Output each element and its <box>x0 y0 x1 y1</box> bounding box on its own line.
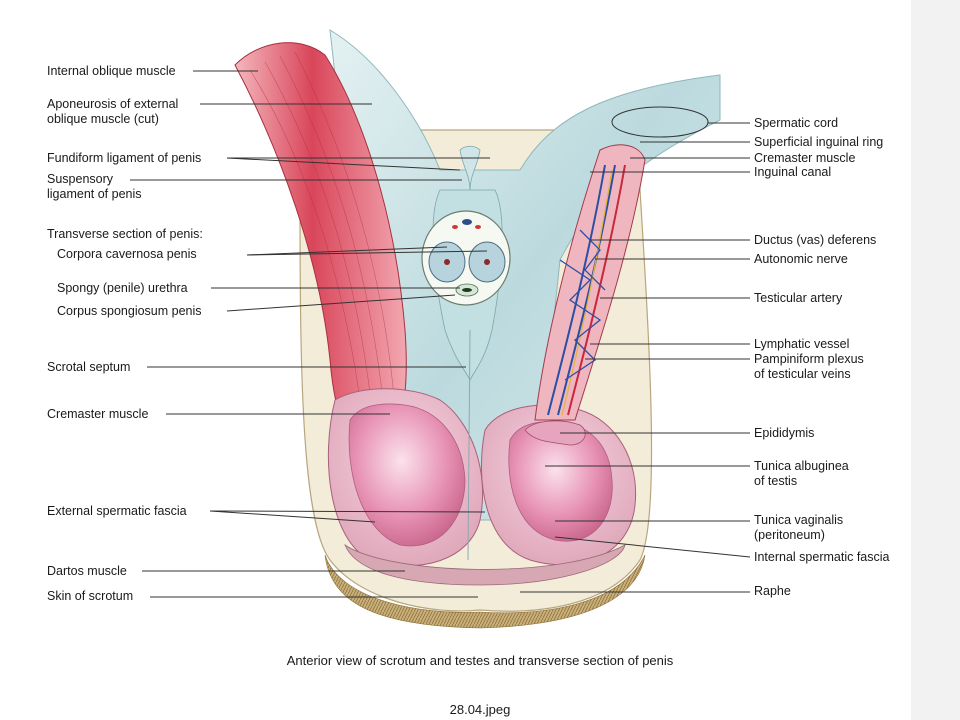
label-text: Raphe <box>754 584 791 598</box>
label-text: Internal spermatic fascia <box>754 550 890 564</box>
label-text: Skin of scrotum <box>47 589 134 603</box>
label-internal-spermatic-fascia: Internal spermatic fascia <box>754 550 889 565</box>
label-autonomic-nerve: Autonomic nerve <box>754 252 848 267</box>
left-testis-shape <box>348 403 466 547</box>
label-tunica-vaginalis: Tunica vaginalis (peritoneum) <box>754 513 843 543</box>
label-text: Internal oblique muscle <box>47 64 176 78</box>
label-epididymis: Epididymis <box>754 426 814 441</box>
label-corpus-spongiosum: Corpus spongiosum penis <box>57 304 202 319</box>
leader-lines-right <box>520 122 751 593</box>
label-fundiform-ligament: Fundiform ligament of penis <box>47 151 201 166</box>
label-internal-oblique-muscle: Internal oblique muscle <box>47 64 176 79</box>
label-text: Lymphatic vessel <box>754 337 850 351</box>
label-suspensory-ligament: Suspensory ligament of penis <box>47 172 142 202</box>
label-text: External spermatic fascia <box>47 504 187 518</box>
label-text: Transverse section of penis: <box>47 227 203 241</box>
leader-lines-left <box>130 70 490 598</box>
label-text: Spermatic cord <box>754 116 839 130</box>
label-text: Pampiniform plexus <box>754 352 864 366</box>
label-transverse-section-heading: Transverse section of penis: <box>47 227 203 242</box>
label-cremaster-muscle-right: Cremaster muscle <box>754 151 855 166</box>
label-text: Suspensory <box>47 172 114 186</box>
label-cremaster-muscle-left: Cremaster muscle <box>47 407 148 422</box>
page-edge-strip <box>911 0 960 720</box>
epididymis-shape <box>524 420 586 446</box>
label-lymphatic-vessel: Lymphatic vessel <box>754 337 849 352</box>
label-text: Cremaster muscle <box>47 407 149 421</box>
label-text: Aponeurosis of external <box>47 97 179 111</box>
label-text: Corpora cavernosa penis <box>57 247 197 261</box>
label-external-spermatic-fascia: External spermatic fascia <box>47 504 187 519</box>
figure-caption: Anterior view of scrotum and testes and … <box>286 653 674 668</box>
label-text: Autonomic nerve <box>754 252 848 266</box>
label-text: of testis <box>754 474 798 488</box>
label-skin-of-scrotum: Skin of scrotum <box>47 589 133 604</box>
label-tunica-albuginea: Tunica albuginea of testis <box>754 459 849 489</box>
label-text: Spongy (penile) urethra <box>57 281 188 295</box>
label-text: Superficial inguinal ring <box>754 135 884 149</box>
label-text: Ductus (vas) deferens <box>754 233 877 247</box>
label-superficial-inguinal-ring: Superficial inguinal ring <box>754 135 883 150</box>
label-text: Fundiform ligament of penis <box>47 151 202 165</box>
label-spongy-urethra: Spongy (penile) urethra <box>57 281 188 296</box>
label-pampiniform-plexus: Pampiniform plexus of testicular veins <box>754 352 864 382</box>
label-text: of testicular veins <box>754 367 851 381</box>
label-testicular-artery: Testicular artery <box>754 291 842 306</box>
label-ductus-deferens: Ductus (vas) deferens <box>754 233 876 248</box>
label-text: Tunica albuginea <box>754 459 849 473</box>
label-text: Scrotal septum <box>47 360 131 374</box>
label-scrotal-septum: Scrotal septum <box>47 360 130 375</box>
suspensory-ligament-shape <box>459 145 481 191</box>
penis-cross-section <box>421 210 511 306</box>
label-dartos-muscle: Dartos muscle <box>47 564 127 579</box>
label-text: Inguinal canal <box>754 165 832 179</box>
label-inguinal-canal: Inguinal canal <box>754 165 831 180</box>
label-text: Epididymis <box>754 426 815 440</box>
label-spermatic-cord: Spermatic cord <box>754 116 838 131</box>
dartos-band <box>344 543 626 586</box>
scrotal-hair <box>324 554 646 629</box>
label-text: (peritoneum) <box>754 528 825 542</box>
label-text: oblique muscle (cut) <box>47 112 159 126</box>
label-text: Cremaster muscle <box>754 151 856 165</box>
label-aponeurosis-external-oblique: Aponeurosis of external oblique muscle (… <box>47 97 178 127</box>
label-text: Testicular artery <box>754 291 843 305</box>
label-text: Tunica vaginalis <box>754 513 844 527</box>
label-raphe: Raphe <box>754 584 791 599</box>
label-corpora-cavernosa: Corpora cavernosa penis <box>57 247 197 262</box>
label-text: ligament of penis <box>47 187 142 201</box>
label-text: Dartos muscle <box>47 564 127 578</box>
spermatic-cord-outline <box>611 106 709 138</box>
image-filename: 28.04.jpeg <box>449 702 511 717</box>
label-text: Corpus spongiosum penis <box>57 304 202 318</box>
